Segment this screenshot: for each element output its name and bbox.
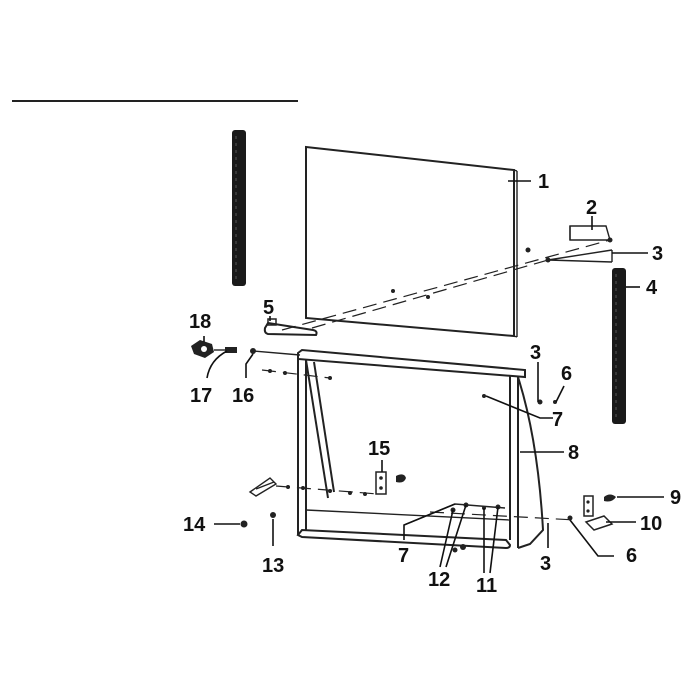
callout-6-upper: 6 [561, 363, 572, 385]
panel-board [305, 145, 518, 338]
callout-17: 17 [190, 385, 212, 407]
axis-upper [281, 239, 611, 331]
callout-18: 18 [189, 311, 211, 333]
end-cap-10 [584, 515, 614, 531]
top-bracket [569, 225, 611, 241]
pin [225, 347, 237, 353]
callout-8: 8 [568, 442, 579, 464]
callout-3-mid: 3 [530, 342, 541, 364]
callout-3-lower: 3 [540, 553, 551, 575]
handle-grip [263, 318, 318, 337]
callout-3-upper: 3 [652, 243, 663, 265]
callout-11: 11 [476, 575, 497, 597]
bottom-cross-bracket [403, 503, 506, 526]
callout-7-upper: 7 [552, 409, 563, 431]
knob-clip [191, 340, 226, 358]
callout-15: 15 [368, 438, 390, 460]
frame-stand [296, 348, 545, 550]
upper-screw-strip [547, 249, 613, 263]
callout-12: 12 [428, 569, 450, 591]
callout-16: 16 [232, 385, 254, 407]
callout-13: 13 [262, 555, 284, 577]
axis-left-top [261, 369, 331, 379]
callout-9: 9 [670, 487, 681, 509]
callout-4: 4 [646, 277, 658, 299]
axis-lower [311, 259, 549, 329]
callout-7-lower: 7 [398, 545, 409, 567]
nut-14 [240, 520, 248, 528]
left-foam-post [232, 130, 246, 286]
connector-plate [375, 471, 406, 495]
axis-left-bottom [275, 485, 379, 495]
axis-right-bottom [429, 511, 576, 521]
callout-10: 10 [640, 513, 662, 535]
leader-lines [203, 180, 664, 574]
washer-13 [270, 512, 276, 518]
left-bottom-bracket [248, 477, 278, 497]
callout-14: 14 [183, 514, 206, 536]
callout-6-lower: 6 [626, 545, 637, 567]
callout-2: 2 [586, 197, 597, 219]
callout-5: 5 [263, 297, 274, 319]
knob-9 [604, 494, 616, 502]
right-plate [583, 495, 594, 517]
callout-1: 1 [538, 171, 549, 193]
bolt [250, 348, 301, 356]
right-foam-post [612, 268, 626, 424]
